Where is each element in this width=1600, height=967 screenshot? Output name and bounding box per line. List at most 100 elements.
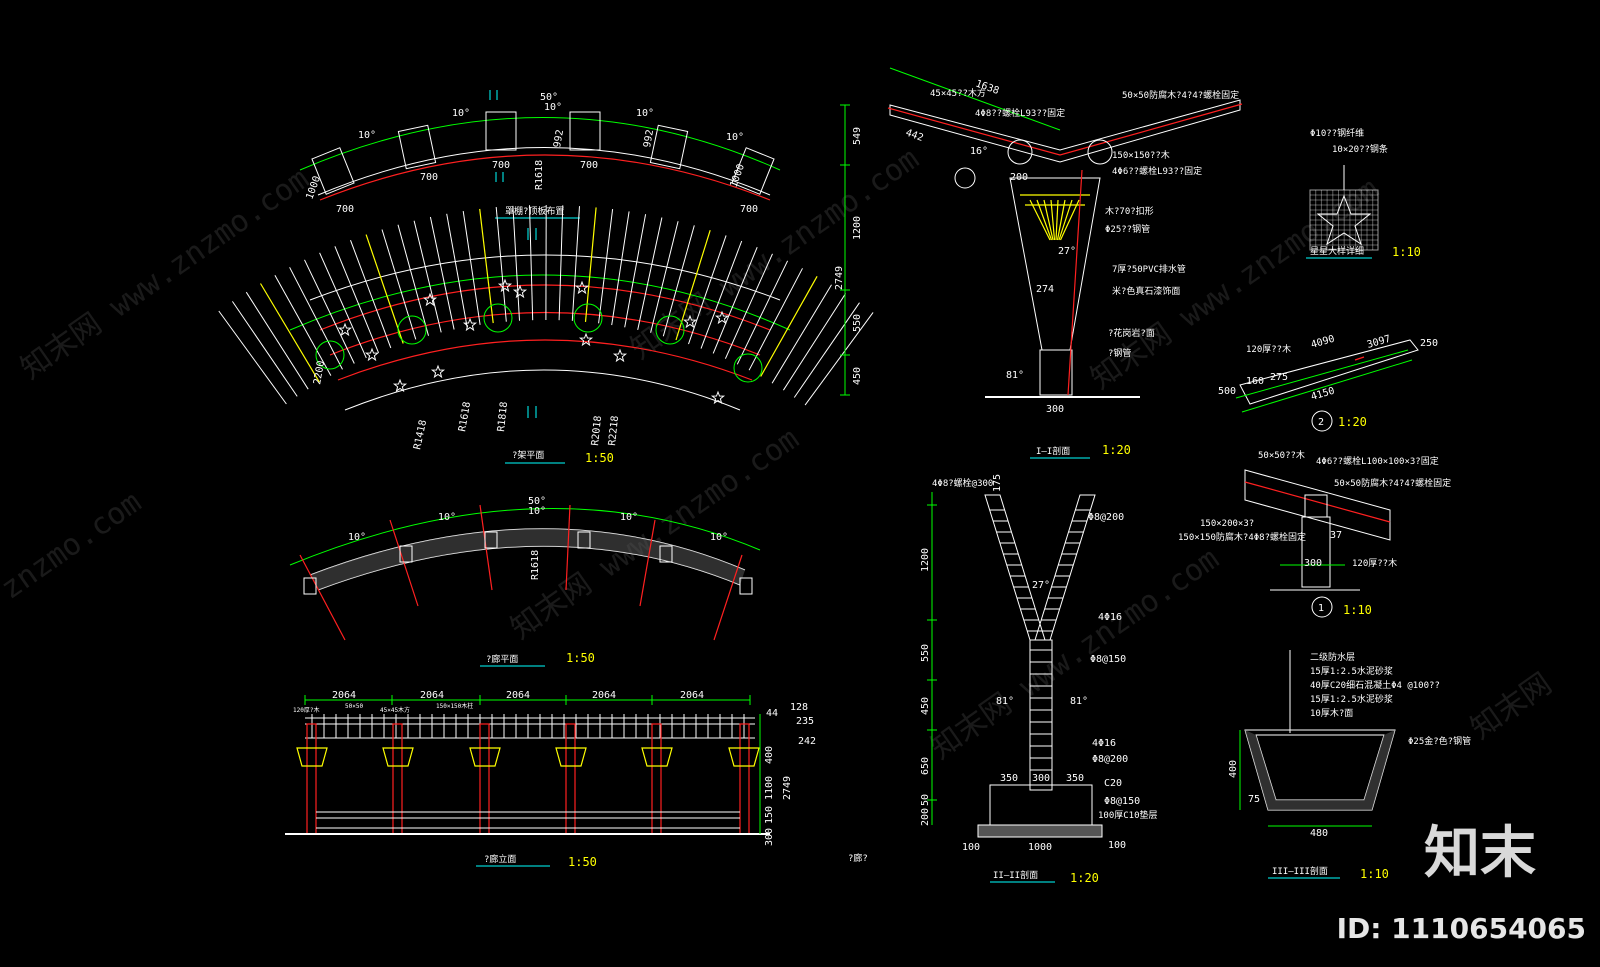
dimension-label: 350 bbox=[1000, 773, 1018, 784]
view-title: II—II剖面 bbox=[993, 869, 1038, 881]
annotation: 150×200×3? bbox=[1200, 519, 1254, 529]
dimension-label: 75 bbox=[1248, 794, 1260, 805]
view-title: III—III剖面 bbox=[1272, 865, 1328, 877]
angle-label: 50° bbox=[528, 496, 546, 507]
section-I-view: 1638 2749 549 1200 550 450 442 200 274 3… bbox=[834, 67, 1243, 459]
annotation: 15厚1:2.5水泥砂浆 bbox=[1310, 693, 1393, 705]
annotation: 7厚?50PVC排水管 bbox=[1112, 263, 1186, 275]
annotation: 100厚C10垫层 bbox=[1098, 809, 1158, 821]
rafter-group bbox=[218, 204, 874, 406]
tube-line bbox=[1050, 199, 1056, 241]
annotation: 50×50??木 bbox=[1258, 449, 1305, 461]
annotation: 4Φ6??螺栓L100×100×3?固定 bbox=[1316, 455, 1439, 467]
dimension-label: 400 bbox=[1228, 760, 1239, 778]
plan-bottom-view: 50° 10° 10° 10° 10° 10° R1618 ?廊平面 1:50 bbox=[289, 496, 761, 667]
tube-line bbox=[1056, 199, 1066, 241]
annotation: 150×150??木 bbox=[1112, 149, 1170, 161]
dimension-label: 1200 bbox=[920, 548, 931, 572]
annotation: 45×45??木方 bbox=[930, 87, 986, 99]
watermark-text: 知末网 www.znzmo.com bbox=[15, 161, 316, 386]
dimension-label: 200 bbox=[1010, 172, 1028, 183]
annotation: Φ8@150 bbox=[1090, 654, 1126, 665]
star-mark bbox=[714, 310, 730, 325]
annotation: 木?70?扣形 bbox=[1105, 205, 1154, 217]
star-mark bbox=[710, 390, 726, 405]
dimension-label: 700 bbox=[492, 160, 510, 171]
scale-label: 1:50 bbox=[568, 855, 597, 869]
scale-label: 1:20 bbox=[1338, 415, 1367, 429]
annotation: 40厚C20细石混凝土Φ4 @100?? bbox=[1310, 679, 1440, 691]
angle-label: 27° bbox=[1058, 246, 1076, 257]
span-dimension: 2064 bbox=[506, 690, 530, 701]
annotation: 10厚木?面 bbox=[1310, 707, 1353, 719]
angle-label: 10° bbox=[528, 506, 546, 517]
rafter-line bbox=[598, 209, 614, 324]
angle-label: 50° bbox=[540, 92, 558, 103]
angle-label: 81° bbox=[1006, 370, 1024, 381]
view-title: ?廊平面 bbox=[486, 653, 518, 665]
star-mark bbox=[682, 314, 698, 329]
dimension-label: 400 bbox=[764, 746, 775, 764]
star-mark bbox=[574, 280, 590, 295]
view-title: I—I剖面 bbox=[1036, 445, 1070, 457]
watermark-text: 知末网 bbox=[1465, 666, 1559, 746]
rafter-line bbox=[748, 268, 803, 371]
rafter-line bbox=[662, 225, 695, 337]
dimension-label: 300 bbox=[764, 828, 775, 846]
dimension-label: R1618 bbox=[534, 160, 545, 190]
annotation: 米?色真石漆饰面 bbox=[1112, 285, 1180, 297]
angle-label: 10° bbox=[726, 132, 744, 143]
rafter-line bbox=[319, 252, 367, 359]
dimension-label: 350 bbox=[1066, 773, 1084, 784]
dimension-label: 44 bbox=[766, 708, 778, 719]
angle-label: 27° bbox=[1032, 580, 1050, 591]
rafter-line bbox=[736, 260, 789, 365]
footnote: ?廊? bbox=[848, 852, 868, 864]
elevation-note: 150×150木柱 bbox=[436, 702, 473, 710]
dimension-label: 300 bbox=[1046, 404, 1064, 415]
annotation: Φ25金?色?钢管 bbox=[1408, 735, 1471, 747]
rafter-line bbox=[760, 276, 818, 377]
dimension-label: 1000 bbox=[1028, 842, 1052, 853]
rafter-line bbox=[804, 312, 874, 406]
section-II-view: 1200 550 450 650 50 200 350 300 350 1000… bbox=[920, 474, 1158, 885]
annotation: 4Φ8?螺栓@300 bbox=[932, 477, 993, 489]
rafter-line bbox=[584, 207, 597, 322]
rafter-line bbox=[231, 301, 298, 397]
image-id-label: ID: 1110654065 bbox=[1336, 912, 1586, 945]
rafter-line bbox=[397, 224, 429, 336]
scale-label: 1:10 bbox=[1360, 867, 1389, 881]
rafter-line bbox=[611, 211, 630, 326]
dimension-label: 235 bbox=[796, 716, 814, 727]
dimension-label: R1818 bbox=[496, 401, 510, 432]
annotation: 10×20??钢条 bbox=[1332, 143, 1388, 155]
annotation: 50×50防腐木?4?4?螺栓固定 bbox=[1122, 89, 1239, 101]
tube-line bbox=[1058, 199, 1073, 241]
rafter-line bbox=[782, 293, 847, 391]
dimension-label: 2749 bbox=[834, 266, 845, 290]
rafter-line bbox=[365, 234, 404, 344]
dimension-label: 500 bbox=[1218, 386, 1236, 397]
dimension-label: 4090 bbox=[1310, 334, 1336, 351]
rafter-line bbox=[334, 246, 379, 353]
rafter-line bbox=[479, 208, 494, 324]
dimension-label: R2018 bbox=[590, 415, 604, 446]
star-group bbox=[337, 278, 730, 405]
dimension-label: 700 bbox=[580, 160, 598, 171]
scale-label: 1:50 bbox=[585, 451, 614, 465]
watermark-text: znzmo.com bbox=[0, 485, 148, 607]
detail-marker: 2 bbox=[1318, 417, 1324, 428]
dimension-label: 700 bbox=[420, 172, 438, 183]
dimension-label: 128 bbox=[790, 702, 808, 713]
rafter-line bbox=[429, 216, 455, 330]
star-grid bbox=[1310, 190, 1378, 250]
brand-logo: 知末 bbox=[1424, 821, 1536, 886]
rafter-line bbox=[793, 302, 860, 398]
annotation: Φ10??钢纤维 bbox=[1310, 127, 1364, 139]
detail-marker: 1 bbox=[1318, 603, 1324, 614]
dimension-label: 2200 bbox=[312, 360, 327, 386]
dimension-label: 450 bbox=[852, 367, 863, 385]
annotation: 4Φ6??螺栓L93??固定 bbox=[1112, 165, 1202, 177]
rafter-line bbox=[289, 267, 343, 370]
dimension-label: 100 bbox=[1108, 840, 1126, 851]
